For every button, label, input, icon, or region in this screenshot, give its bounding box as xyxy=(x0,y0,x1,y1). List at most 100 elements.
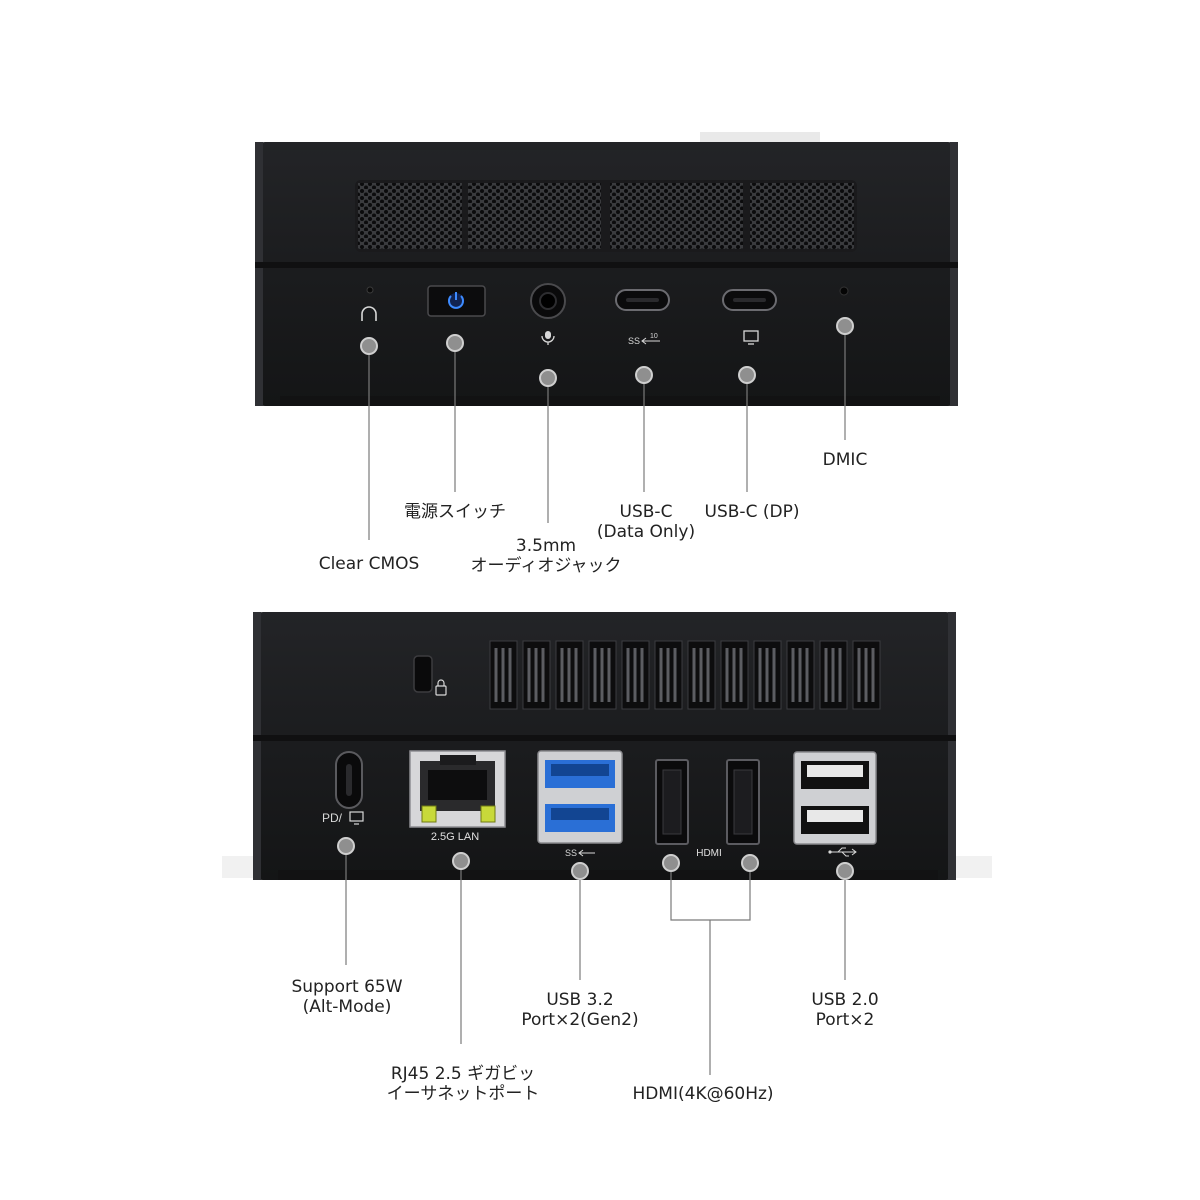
callout-usb-c-data: USB-C (Data Only) xyxy=(597,502,695,542)
front-vent-grille xyxy=(750,183,854,249)
vent-fin xyxy=(494,648,498,702)
lan-port-label: 2.5G LAN xyxy=(431,831,479,843)
power-icon xyxy=(448,292,464,309)
hdmi-port-2 xyxy=(726,759,760,845)
vent-fin xyxy=(534,648,538,702)
callout-line-text: Port×2(Gen2) xyxy=(521,1010,639,1030)
front-vent-grille xyxy=(610,183,743,249)
svg-text:SS: SS xyxy=(628,336,640,346)
vent-fin xyxy=(673,648,677,702)
usb-2-0-ports xyxy=(793,751,877,845)
vent-fin xyxy=(607,648,611,702)
callout-usb-c-dp: USB-C (DP) xyxy=(705,502,800,522)
hdmi-port-1 xyxy=(655,759,689,845)
vent-fin xyxy=(527,648,531,702)
superspeed-10-icon: SS 10 xyxy=(628,333,660,346)
vent-fin xyxy=(706,648,710,702)
vent-fin xyxy=(765,648,769,702)
rear-vents xyxy=(489,640,881,710)
callout-line-text: イーサネットポート xyxy=(386,1084,540,1104)
vent-fin xyxy=(574,648,578,702)
rear-device: PD/ 2.5G LAN SS xyxy=(222,612,992,880)
mic-icon xyxy=(541,331,555,345)
callout-usb-2-0: USB 2.0 Port×2 xyxy=(811,990,878,1030)
callout-audio-jack: 3.5mm オーディオジャック xyxy=(471,536,622,576)
callout-clear-cmos: Clear CMOS xyxy=(319,554,420,574)
callout-line-text: (Alt-Mode) xyxy=(302,997,392,1017)
vent-fin xyxy=(732,648,736,702)
vent-fin xyxy=(699,648,703,702)
callout-line-text: RJ45 2.5 ギガビッ xyxy=(390,1064,536,1084)
vent-fin xyxy=(508,648,512,702)
vent-fin xyxy=(864,648,868,702)
callout-line-text: (Data Only) xyxy=(596,522,696,542)
pd-display-icon: PD/ xyxy=(322,811,364,825)
vent-fin xyxy=(758,648,762,702)
front-seam xyxy=(255,262,958,268)
callout-line-text: 電源スイッチ xyxy=(404,502,506,522)
callout-dmic: DMIC xyxy=(823,450,868,470)
callout-line-text: HDMI(4K@60Hz) xyxy=(632,1084,774,1104)
rear-callout-dots xyxy=(337,837,854,880)
callout-line-text: USB 3.2 xyxy=(546,990,614,1010)
vent-fin xyxy=(805,648,809,702)
callout-line-text: Support 65W xyxy=(291,977,403,997)
kensington-slot xyxy=(413,655,433,693)
vent-fin xyxy=(633,648,637,702)
vent-fin xyxy=(560,648,564,702)
usb-icon xyxy=(828,847,857,857)
vent-fin xyxy=(567,648,571,702)
vent-fin xyxy=(725,648,729,702)
rear-right-edge xyxy=(948,612,956,880)
rear-seam xyxy=(253,735,956,741)
callout-power-switch: 電源スイッチ xyxy=(404,502,506,522)
vent-fin xyxy=(838,648,842,702)
callout-line-text: USB 2.0 xyxy=(811,990,879,1010)
vent-fin xyxy=(666,648,670,702)
front-right-edge xyxy=(950,142,958,406)
vent-fin xyxy=(772,648,776,702)
callout-line-text: DMIC xyxy=(822,450,868,470)
hdmi-port-label: HDMI xyxy=(696,848,722,859)
superspeed-icon: SS xyxy=(565,848,595,858)
vent-fin xyxy=(831,648,835,702)
vent-fin xyxy=(501,648,505,702)
front-callout-dots xyxy=(360,317,854,387)
vent-fin xyxy=(791,648,795,702)
vent-fin xyxy=(626,648,630,702)
callout-rj45-lan: RJ45 2.5 ギガビッ イーサネットポート xyxy=(387,1064,540,1104)
kensington-lock-icon xyxy=(435,679,447,696)
callout-line-text: オーディオジャック xyxy=(470,556,622,576)
svg-text:PD/: PD/ xyxy=(322,811,343,825)
headphone-icon xyxy=(361,306,377,321)
callout-line-text: Clear CMOS xyxy=(318,554,420,574)
usb-3-2-ports xyxy=(537,750,623,844)
callout-usb-3-2: USB 3.2 Port×2(Gen2) xyxy=(521,990,638,1030)
dmic-hole xyxy=(839,286,849,296)
front-base xyxy=(280,396,940,406)
callout-line-text: USB-C xyxy=(619,502,673,522)
front-device: SS 10 xyxy=(255,132,958,406)
callout-line-text: Port×2 xyxy=(815,1010,875,1030)
vent-fin xyxy=(692,648,696,702)
rear-base xyxy=(278,870,938,880)
callout-line-text: USB-C (DP) xyxy=(704,502,800,522)
clear-cmos-hole xyxy=(366,286,374,294)
front-vent-grille xyxy=(468,183,601,249)
power-button xyxy=(427,285,486,317)
vent-fin xyxy=(857,648,861,702)
vent-fin xyxy=(798,648,802,702)
svg-text:10: 10 xyxy=(650,333,658,340)
vent-fin xyxy=(824,648,828,702)
display-icon xyxy=(743,330,759,345)
vent-fin xyxy=(600,648,604,702)
vent-fin xyxy=(593,648,597,702)
vent-fin xyxy=(871,648,875,702)
callout-usb-c-pd: Support 65W (Alt-Mode) xyxy=(291,977,402,1017)
rear-left-edge xyxy=(253,612,261,880)
vent-fin xyxy=(739,648,743,702)
vent-fin xyxy=(659,648,663,702)
front-vent-grille xyxy=(358,183,462,249)
front-callout-lines xyxy=(368,334,846,540)
